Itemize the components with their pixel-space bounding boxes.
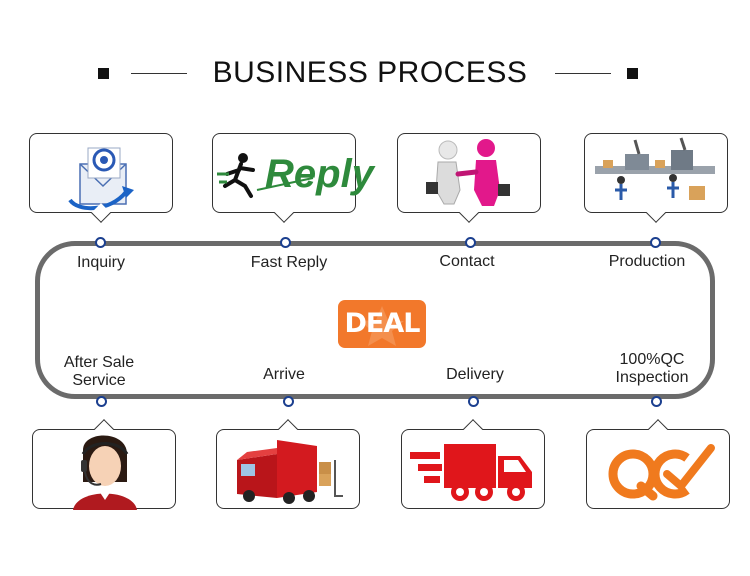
card-inquiry [29,133,173,223]
node-after-sale [96,396,107,407]
node-fast-reply [280,237,291,248]
star-icon [360,306,404,346]
step-label-qc-line2: Inspection [615,369,689,386]
red-truck-icon [237,440,343,504]
fast-delivery-truck-icon [410,444,532,501]
header-right-square [627,68,638,79]
step-label-arrive: Arrive [263,366,305,383]
step-label-delivery: Delivery [446,366,504,383]
email-envelope-icon [68,147,134,211]
card-arrive [216,419,360,509]
deal-badge: DEAL [338,300,426,348]
card-qc [586,419,730,509]
card-delivery [401,419,545,509]
card-after-sale [32,419,176,510]
header: BUSINESS PROCESS [0,52,750,96]
step-label-production: Production [608,253,686,270]
qc-logo-icon [608,444,715,501]
node-production [650,237,661,248]
step-label-after-sale-line2: Service [72,372,126,389]
node-delivery [468,396,479,407]
step-label-fast-reply: Fast Reply [250,254,328,271]
reply-logo-text: Reply [265,152,374,196]
node-inquiry [95,237,106,248]
handshake-icon [426,139,510,206]
node-qc [651,396,662,407]
step-label-qc-line1: 100%QC [619,351,685,368]
header-left-line [131,73,187,74]
card-contact [397,133,541,223]
card-fast-reply: Reply [212,133,374,223]
deal-label: DEAL [344,308,421,339]
card-production [584,133,728,223]
node-contact [465,237,476,248]
reply-logo-icon [217,153,314,198]
header-right-line [555,73,611,74]
step-label-inquiry: Inquiry [76,254,126,271]
assembly-line-icon [595,137,715,200]
customer-service-icon [73,435,137,510]
step-label-qc: 100%QC Inspection [582,351,722,387]
step-label-after-sale-line1: After Sale [63,354,135,371]
page-title: BUSINESS PROCESS [212,56,528,89]
header-left-square [98,68,109,79]
step-label-after-sale: After Sale Service [29,354,169,390]
node-arrive [283,396,294,407]
step-label-contact: Contact [439,253,495,270]
process-loop [35,241,715,399]
